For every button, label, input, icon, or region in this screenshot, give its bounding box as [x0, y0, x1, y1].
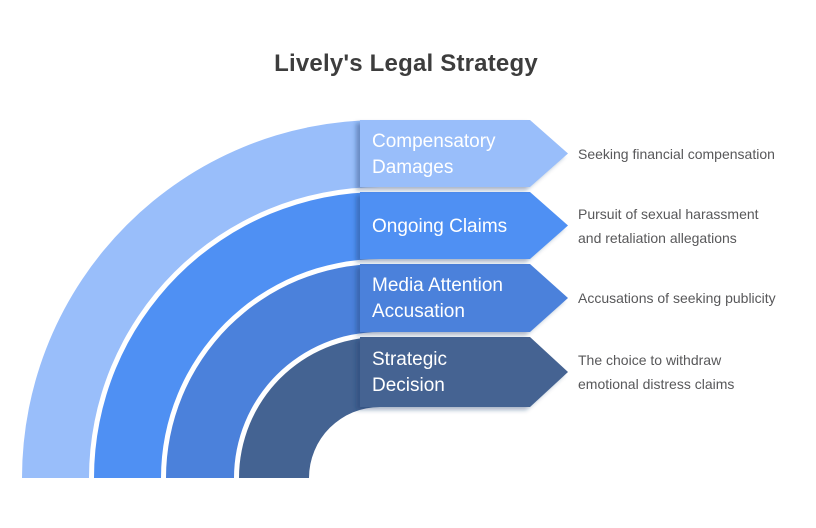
band-1-arrow [360, 120, 568, 187]
band-2-arc [94, 192, 380, 478]
band-4-description: The choice to withdraw emotional distres… [578, 337, 753, 407]
band-2-description-text: Pursuit of sexual harassment and retalia… [578, 205, 759, 246]
band-3-arrow [360, 264, 568, 332]
band-2-ongoing-claims [94, 192, 568, 478]
band-2-label-text: Ongoing Claims [372, 215, 508, 237]
band-3-description-text: Accusations of seeking publicity [578, 290, 776, 306]
band-2-description: Pursuit of sexual harassment and retalia… [578, 192, 783, 259]
band-3-description: Accusations of seeking publicity [578, 264, 808, 332]
band-1-compensatory-damages [22, 120, 568, 478]
band-4-strategic-decision [239, 337, 568, 478]
band-3-label: Media Attention Accusation [372, 266, 522, 332]
band-4-label-text: Strategic Decision [372, 349, 447, 396]
band-1-label: Compensatory Damages [372, 122, 522, 188]
band-4-label: Strategic Decision [372, 339, 522, 407]
band-4-description-text: The choice to withdraw emotional distres… [578, 352, 735, 392]
band-1-arc [22, 120, 380, 478]
band-4-arrow [360, 337, 568, 407]
band-1-label-text: Compensatory Damages [372, 131, 496, 178]
page-title: Lively's Legal Strategy [274, 50, 538, 77]
band-1-description-text: Seeking financial compensation [578, 146, 775, 162]
band-1-description: Seeking financial compensation [578, 120, 808, 188]
band-2-label: Ongoing Claims [372, 194, 522, 259]
band-3-label-text: Media Attention Accusation [372, 275, 503, 322]
band-2-arrow [360, 192, 568, 259]
band-4-arc [239, 337, 380, 478]
band-3-media-attention [166, 264, 568, 478]
band-3-arc [166, 264, 380, 478]
